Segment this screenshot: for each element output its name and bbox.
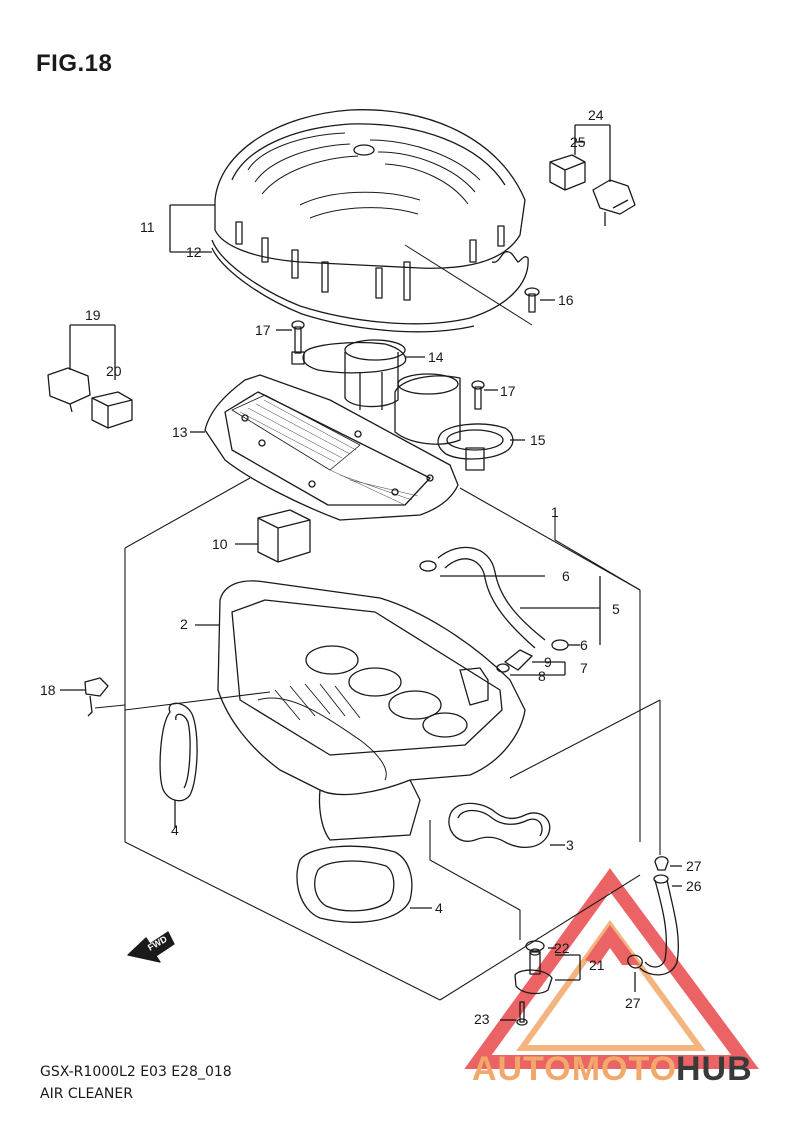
- callout-2: 2: [180, 616, 188, 632]
- drain-oring-22: [525, 940, 545, 952]
- callout-4-front: 4: [435, 900, 443, 916]
- velocity-stack-14: [302, 339, 461, 445]
- air-box-housing: [217, 580, 526, 841]
- sensor-connector: [549, 154, 636, 226]
- assembly-outline: [94, 477, 661, 1001]
- watermark-logo: [464, 868, 759, 1069]
- callout-17-left: 17: [255, 322, 271, 338]
- callout-5: 5: [612, 601, 620, 617]
- gasket-3: [448, 802, 551, 848]
- callout-14: 14: [428, 349, 444, 365]
- watermark-text-part2: HUB: [676, 1050, 753, 1088]
- callout-24: 24: [588, 107, 604, 123]
- callout-26: 26: [686, 878, 702, 894]
- callout-21: 21: [589, 957, 605, 973]
- duct-seal-left: [159, 702, 198, 802]
- callout-9: 9: [544, 654, 552, 670]
- callout-3: 3: [566, 837, 574, 853]
- callout-6-top: 6: [562, 568, 570, 584]
- callout-11: 11: [140, 219, 155, 235]
- callout-15: 15: [530, 432, 546, 448]
- intake-sensor: [47, 367, 133, 429]
- air-filter-element: [204, 374, 459, 521]
- callout-25: 25: [570, 134, 586, 150]
- sponge-10: [257, 509, 311, 563]
- assembly-name: AIR CLEANER: [40, 1086, 133, 1102]
- screw-16: [524, 287, 540, 313]
- breather-fitting-9: [496, 649, 533, 673]
- callout-23: 23: [474, 1011, 490, 1027]
- callout-10: 10: [212, 536, 228, 552]
- fwd-arrow: [127, 931, 175, 963]
- callout-6-bottom: 6: [580, 637, 588, 653]
- callout-4-left: 4: [171, 822, 179, 838]
- callout-18: 18: [40, 682, 56, 698]
- watermark-text-part1: AUTOMOTO: [472, 1050, 678, 1088]
- hose-clamp-27: [627, 954, 643, 969]
- callout-7: 7: [580, 660, 588, 676]
- callout-16: 16: [558, 292, 574, 308]
- figure-title: FIG.18: [36, 50, 113, 77]
- callout-labels: 1 2 3 4 4 5 6 6 7 8 9 10 11 12 13 14 15 …: [40, 107, 702, 1027]
- callout-1: 1: [551, 504, 559, 520]
- drain-hose-26: [639, 856, 680, 976]
- bolt-18: [84, 677, 109, 717]
- screw-17-left: [291, 320, 305, 365]
- callout-8: 8: [538, 668, 546, 684]
- cover-seal: [211, 239, 529, 333]
- screw-23: [516, 1001, 528, 1026]
- screw-17-right: [471, 380, 485, 410]
- callout-20: 20: [106, 363, 122, 379]
- model-code: GSX-R1000L2 E03 E28_018: [40, 1064, 232, 1080]
- callout-27-bottom: 27: [625, 995, 641, 1011]
- drain-plug-21: [514, 948, 553, 995]
- callout-22: 22: [554, 940, 570, 956]
- callout-13: 13: [172, 424, 188, 440]
- callout-17-right: 17: [500, 383, 516, 399]
- air-cleaner-cover: [214, 109, 526, 301]
- callout-27-top: 27: [686, 858, 702, 874]
- callout-19: 19: [85, 307, 101, 323]
- breather-hose-5: [419, 546, 569, 651]
- velocity-stack-15: [437, 423, 514, 471]
- duct-seal-front: [296, 845, 413, 923]
- callout-12: 12: [186, 244, 202, 260]
